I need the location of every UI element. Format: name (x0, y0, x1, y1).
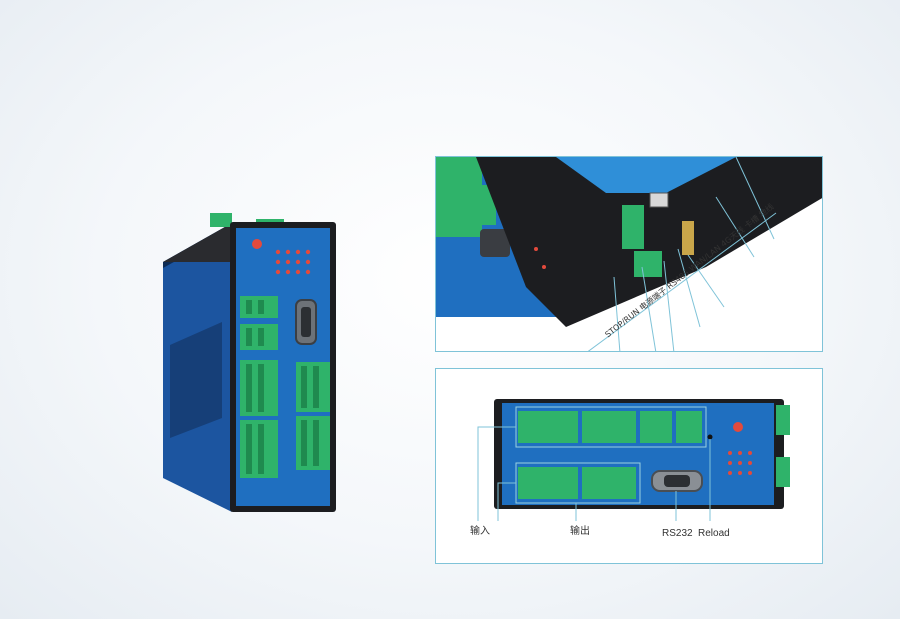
device-logo-icon (252, 239, 262, 249)
callout-rs232: RS232 (662, 528, 693, 539)
side-detail-frame: STOP/RUN 电源端子 RS485 WAN/LAN 4G天线 卡槽 地线 (435, 156, 823, 352)
device-terminals-right (296, 362, 330, 470)
front-input-terminals (518, 411, 702, 443)
front-detail-illustration (477, 399, 790, 521)
front-reload-button (707, 434, 713, 440)
device-terminals-left (240, 296, 278, 478)
front-output-terminals (518, 467, 636, 499)
top-terminal-left (210, 213, 232, 227)
front-detail-frame: 输入 输出 RS232 Reload (435, 368, 823, 564)
callout-input: 输入 (470, 526, 490, 537)
callout-reload: Reload (698, 528, 730, 539)
device-led-grid (275, 249, 311, 275)
side-detail-illustration (436, 157, 822, 351)
callout-output: 输出 (570, 526, 590, 537)
device-side-sticker (170, 322, 222, 438)
